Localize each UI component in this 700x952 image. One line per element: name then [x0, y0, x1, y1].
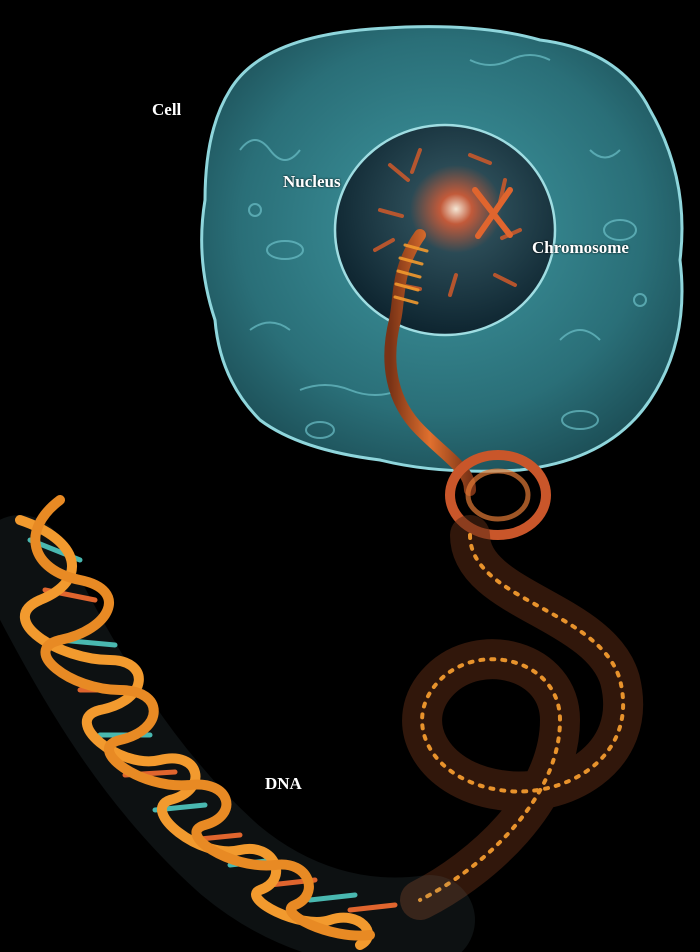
nucleus [335, 125, 555, 335]
label-dna: DNA [265, 774, 302, 794]
label-nucleus: Nucleus [283, 172, 341, 192]
label-cell: Cell [152, 100, 181, 120]
dna-double-helix [20, 500, 430, 945]
label-chromosome: Chromosome [532, 238, 629, 258]
